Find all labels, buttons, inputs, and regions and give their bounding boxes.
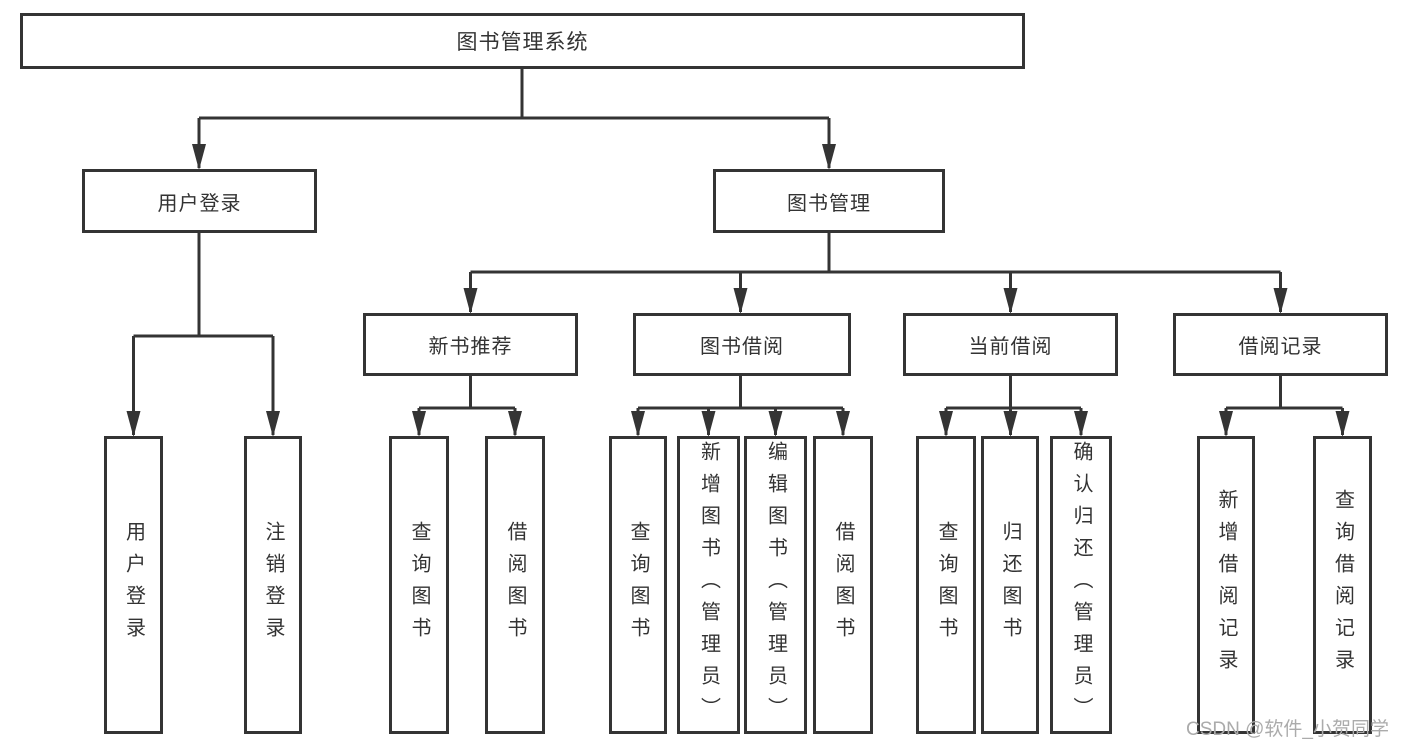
leaf-user-login: 用户登录 [104, 436, 163, 734]
node-label: 图书借阅 [700, 336, 784, 358]
leaf-label: 确认归还（管理员） [1070, 441, 1092, 729]
node-current-borrow: 当前借阅 [903, 313, 1118, 376]
leaf-nb-borrow-books: 借阅图书 [485, 436, 545, 734]
leaf-label: 查询图书 [627, 521, 649, 649]
arrowheads [126, 144, 1350, 437]
leaf-label: 借阅图书 [832, 521, 854, 649]
node-book-management: 图书管理 [713, 169, 945, 233]
leaf-nb-query-books: 查询图书 [389, 436, 449, 734]
leaf-label: 新增借阅记录 [1215, 489, 1237, 681]
node-book-borrow: 图书借阅 [633, 313, 851, 376]
leaf-label: 查询图书 [935, 521, 957, 649]
leaf-logout: 注销登录 [244, 436, 302, 734]
leaf-br-query-record: 查询借阅记录 [1313, 436, 1372, 734]
node-label: 当前借阅 [968, 336, 1053, 358]
node-label: 借阅记录 [1238, 336, 1323, 358]
leaf-label: 编辑图书（管理员） [764, 441, 787, 729]
leaf-label: 查询图书 [408, 521, 430, 649]
leaf-label: 注销登录 [262, 521, 284, 649]
node-borrow-records: 借阅记录 [1173, 313, 1388, 376]
node-label: 图书管理 [787, 192, 871, 215]
leaf-label: 借阅图书 [504, 521, 526, 649]
node-user-login: 用户登录 [82, 169, 317, 233]
watermark-text: CSDN @软件_小贺同学 [1186, 719, 1389, 740]
node-new-book-recommend: 新书推荐 [363, 313, 578, 376]
node-system-root: 图书管理系统 [20, 13, 1025, 69]
leaf-label: 新增图书（管理员） [697, 441, 720, 729]
leaf-label: 用户登录 [122, 521, 145, 649]
node-label: 新书推荐 [428, 336, 513, 358]
leaf-cb-return-books: 归还图书 [981, 436, 1039, 734]
leaf-label: 查询借阅记录 [1331, 489, 1354, 681]
leaf-bb-edit-books-admin: 编辑图书（管理员） [744, 436, 807, 734]
leaf-bb-add-books-admin: 新增图书（管理员） [677, 436, 740, 734]
node-label: 图书管理系统 [456, 31, 589, 54]
leaf-label: 归还图书 [999, 521, 1021, 649]
leaf-br-add-record: 新增借阅记录 [1197, 436, 1255, 734]
node-label: 用户登录 [157, 192, 242, 215]
leaf-bb-query-books: 查询图书 [609, 436, 667, 734]
leaf-cb-query-books: 查询图书 [916, 436, 976, 734]
leaf-bb-borrow-books: 借阅图书 [813, 436, 873, 734]
leaf-cb-confirm-return-admin: 确认归还（管理员） [1050, 436, 1112, 734]
